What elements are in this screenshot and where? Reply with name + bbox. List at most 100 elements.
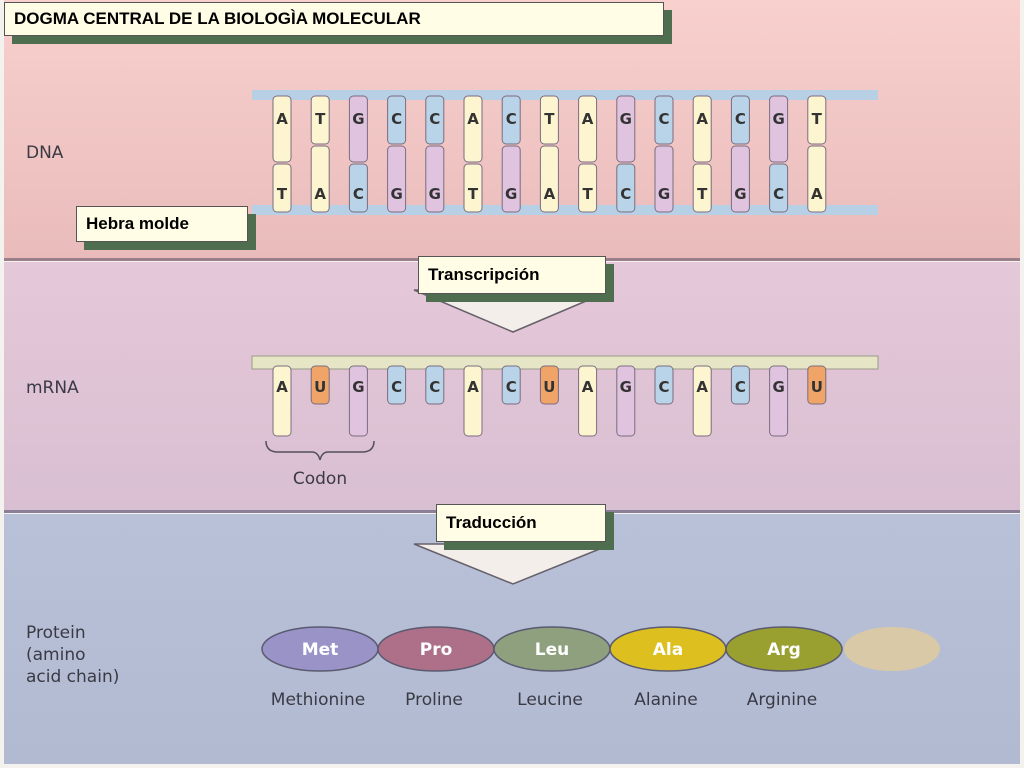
- dna-top-base-letter: T: [812, 110, 823, 128]
- amino-acid-abbr: Arg: [767, 640, 801, 660]
- dna-top-base-letter: C: [658, 110, 669, 128]
- dna-bottom-base: [501, 145, 521, 213]
- dna-bottom-base-letter: T: [468, 185, 479, 203]
- dna-top-base: [730, 95, 750, 145]
- amino-acid-name: Arginine: [747, 690, 818, 710]
- dna-bottom-base: [463, 163, 483, 213]
- dna-bottom-base: [616, 163, 636, 213]
- dna-top-base: [539, 95, 559, 145]
- dna-top-base: [807, 95, 827, 145]
- dna-top-base: [501, 95, 521, 145]
- mrna-base-letter: C: [391, 378, 402, 396]
- template-strand-callout: Hebra molde: [76, 206, 248, 242]
- mrna-base-letter: C: [506, 378, 517, 396]
- mrna-label: mRNA: [26, 378, 79, 398]
- dna-bottom-base-letter: A: [544, 185, 556, 203]
- mrna-base-letter: U: [811, 378, 823, 396]
- amino-acid-abbr: Leu: [535, 640, 569, 660]
- mrna-base: [539, 365, 559, 405]
- dna-top-base-letter: A: [467, 110, 479, 128]
- dna-top-base: [272, 95, 292, 163]
- dna-top-base: [769, 95, 789, 163]
- mrna-base-letter: G: [772, 378, 784, 396]
- dna-top-base-letter: A: [696, 110, 708, 128]
- codon-brace: [265, 440, 375, 461]
- translation-callout: Traducción: [436, 504, 606, 542]
- dna-top-base: [425, 95, 445, 145]
- mrna-base: [425, 365, 445, 405]
- transcription-arrow: [413, 289, 613, 333]
- dna-backbone-bottom: [252, 205, 878, 215]
- dna-bottom-base: [692, 163, 712, 213]
- dna-bottom-base-letter: C: [353, 185, 364, 203]
- mrna-base: [501, 365, 521, 405]
- dna-top-base: [463, 95, 483, 163]
- dna-bottom-base-letter: G: [429, 185, 441, 203]
- amino-acid-bead: [725, 626, 843, 672]
- dna-top-base-letter: A: [276, 110, 288, 128]
- dna-bottom-base-letter: G: [734, 185, 746, 203]
- dna-bottom-base-letter: C: [773, 185, 784, 203]
- mrna-base-letter: G: [352, 378, 364, 396]
- mrna-base: [769, 365, 789, 437]
- mrna-base-letter: A: [276, 378, 288, 396]
- amino-acid-name: Leucine: [517, 690, 583, 710]
- dna-bottom-base: [654, 145, 674, 213]
- dna-bottom-base: [578, 163, 598, 213]
- mrna-base: [578, 365, 598, 437]
- mrna-backbone: [251, 355, 879, 370]
- dna-top-base-letter: C: [429, 110, 440, 128]
- mrna-base-letter: C: [735, 378, 746, 396]
- template-strand-label: Hebra molde: [86, 214, 189, 233]
- dna-label: DNA: [26, 143, 64, 163]
- mrna-base-letter: A: [696, 378, 708, 396]
- dna-top-base: [310, 95, 330, 145]
- dna-top-base-letter: G: [620, 110, 632, 128]
- dna-top-base: [692, 95, 712, 163]
- translation-label: Traducción: [446, 513, 537, 532]
- dna-bottom-base-letter: G: [390, 185, 402, 203]
- mrna-base-letter: G: [620, 378, 632, 396]
- mrna-base: [310, 365, 330, 405]
- dna-bottom-base: [539, 145, 559, 213]
- mrna-base-letter: U: [543, 378, 555, 396]
- codon-label: Codon: [293, 469, 347, 489]
- protein-label: Protein (amino acid chain): [26, 623, 120, 687]
- mrna-base-letter: C: [658, 378, 669, 396]
- dna-bottom-base-letter: T: [697, 185, 708, 203]
- dna-top-base-letter: A: [582, 110, 594, 128]
- dna-bottom-base-letter: G: [505, 185, 517, 203]
- mrna-base: [387, 365, 407, 405]
- amino-acid-name: Alanine: [634, 690, 698, 710]
- amino-acid-abbr: Ala: [653, 640, 683, 660]
- title-banner: DOGMA CENTRAL DE LA BIOLOGÌA MOLECULAR: [4, 2, 664, 36]
- dna-bottom-base: [730, 145, 750, 213]
- dna-bottom-base: [310, 145, 330, 213]
- dna-bottom-base-letter: T: [582, 185, 593, 203]
- dna-bottom-base-letter: A: [811, 185, 823, 203]
- dna-backbone-top: [252, 90, 878, 100]
- mrna-base: [272, 365, 292, 437]
- page-title: DOGMA CENTRAL DE LA BIOLOGÌA MOLECULAR: [14, 9, 421, 28]
- amino-acid-bead: [844, 627, 940, 671]
- transcription-callout: Transcripción: [418, 256, 606, 294]
- dna-bottom-base: [387, 145, 407, 213]
- dna-bottom-base-letter: G: [658, 185, 670, 203]
- dna-top-base: [348, 95, 368, 163]
- dna-bottom-base-letter: T: [277, 185, 288, 203]
- dna-top-base-letter: C: [391, 110, 402, 128]
- dna-top-base-letter: G: [352, 110, 364, 128]
- dna-top-base-letter: T: [315, 110, 326, 128]
- dna-bottom-base-letter: C: [620, 185, 631, 203]
- translation-arrow: [413, 543, 613, 585]
- mrna-base: [616, 365, 636, 437]
- amino-acid-name: Proline: [405, 690, 463, 710]
- dna-bottom-base: [807, 145, 827, 213]
- dna-top-base-letter: C: [506, 110, 517, 128]
- amino-acid-name: Methionine: [271, 690, 365, 710]
- dna-bottom-base: [769, 163, 789, 213]
- mrna-base: [463, 365, 483, 437]
- dna-top-base: [387, 95, 407, 145]
- dna-bottom-base: [272, 163, 292, 213]
